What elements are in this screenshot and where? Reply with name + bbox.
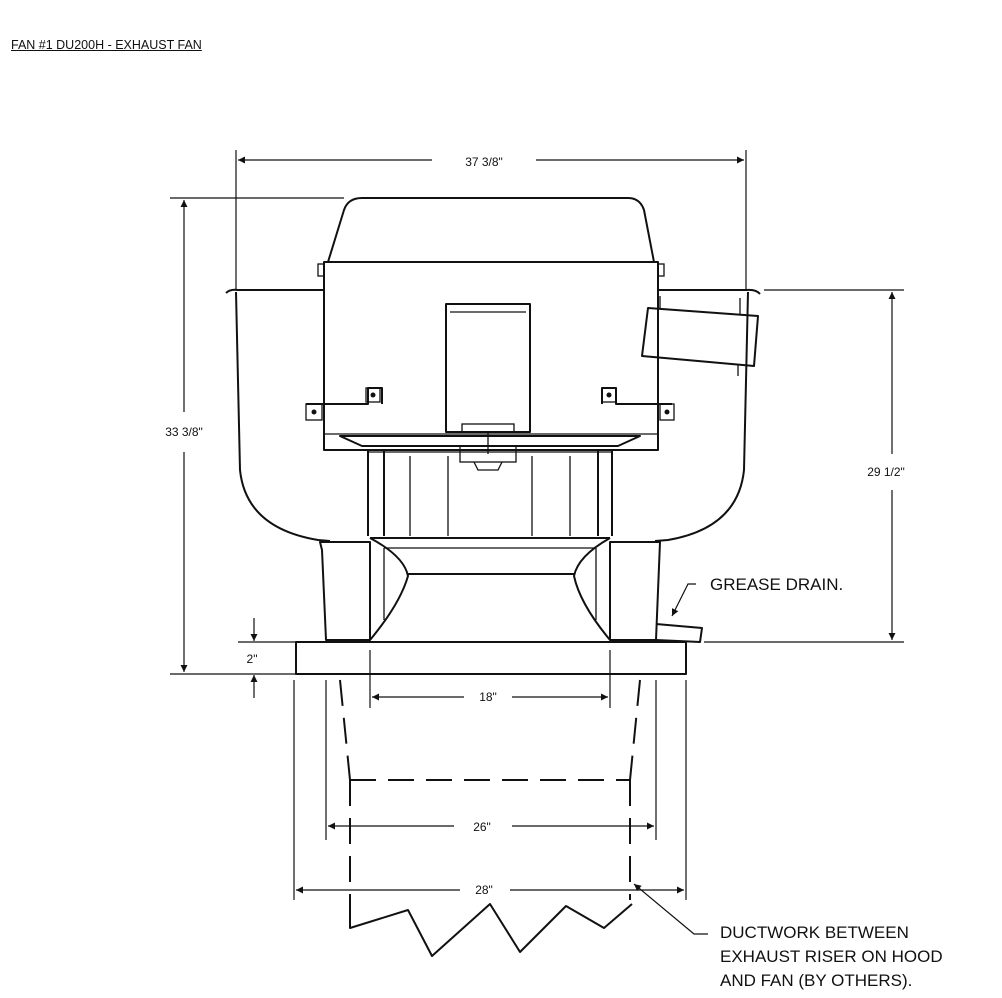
grease-drain-spout — [655, 623, 703, 643]
dim-curb-outer: 28" — [293, 680, 687, 900]
windband-left — [225, 288, 324, 294]
dim-curb-inner-label: 26" — [473, 820, 491, 834]
fan-housing — [225, 197, 761, 643]
motor-cover — [323, 261, 659, 451]
dim-overall-width-label: 37 3/8" — [465, 155, 503, 169]
dim-throat-label: 18" — [479, 690, 497, 704]
roof-curb — [295, 641, 687, 675]
motor — [445, 303, 531, 433]
fan-wheel-blades — [367, 450, 613, 536]
callout-ductwork: DUCTWORK BETWEEN EXHAUST RISER ON HOOD A… — [633, 883, 943, 990]
dim-curb-inner: 26" — [325, 680, 657, 840]
dim-housing-height-label: 29 1/2" — [867, 465, 905, 479]
dim-housing-height: 29 1/2" — [704, 289, 905, 643]
dim-curb-height-label: 2" — [247, 652, 258, 666]
duct-break-line — [349, 900, 633, 957]
dim-overall-height: 33 3/8" — [165, 197, 344, 675]
dim-throat: 18" — [369, 650, 611, 708]
electrical-box — [641, 296, 759, 376]
inlet-venturi — [369, 537, 409, 641]
fan-wheel-backplate — [339, 435, 641, 447]
drawing-title: FAN #1 DU200H - EXHAUST FAN — [11, 38, 202, 52]
base-housing-left — [319, 541, 371, 641]
ductwork-note-line1: DUCTWORK BETWEEN — [720, 923, 909, 942]
windband-right — [658, 288, 761, 295]
dim-curb-outer-label: 28" — [475, 883, 493, 897]
hood-cap — [327, 197, 655, 263]
dim-overall-width: 37 3/8" — [235, 150, 747, 290]
dim-curb-height: 2" — [238, 618, 296, 698]
grease-drain-note: GREASE DRAIN. — [710, 575, 843, 594]
ductwork-note-line2: EXHAUST RISER ON HOOD — [720, 947, 943, 966]
base-housing-right — [609, 541, 661, 641]
ductwork-by-others — [339, 679, 641, 957]
ductwork-note-line3: AND FAN (BY OTHERS). — [720, 971, 912, 990]
dim-overall-height-label: 33 3/8" — [165, 425, 203, 439]
callout-grease-drain: GREASE DRAIN. — [671, 575, 843, 617]
